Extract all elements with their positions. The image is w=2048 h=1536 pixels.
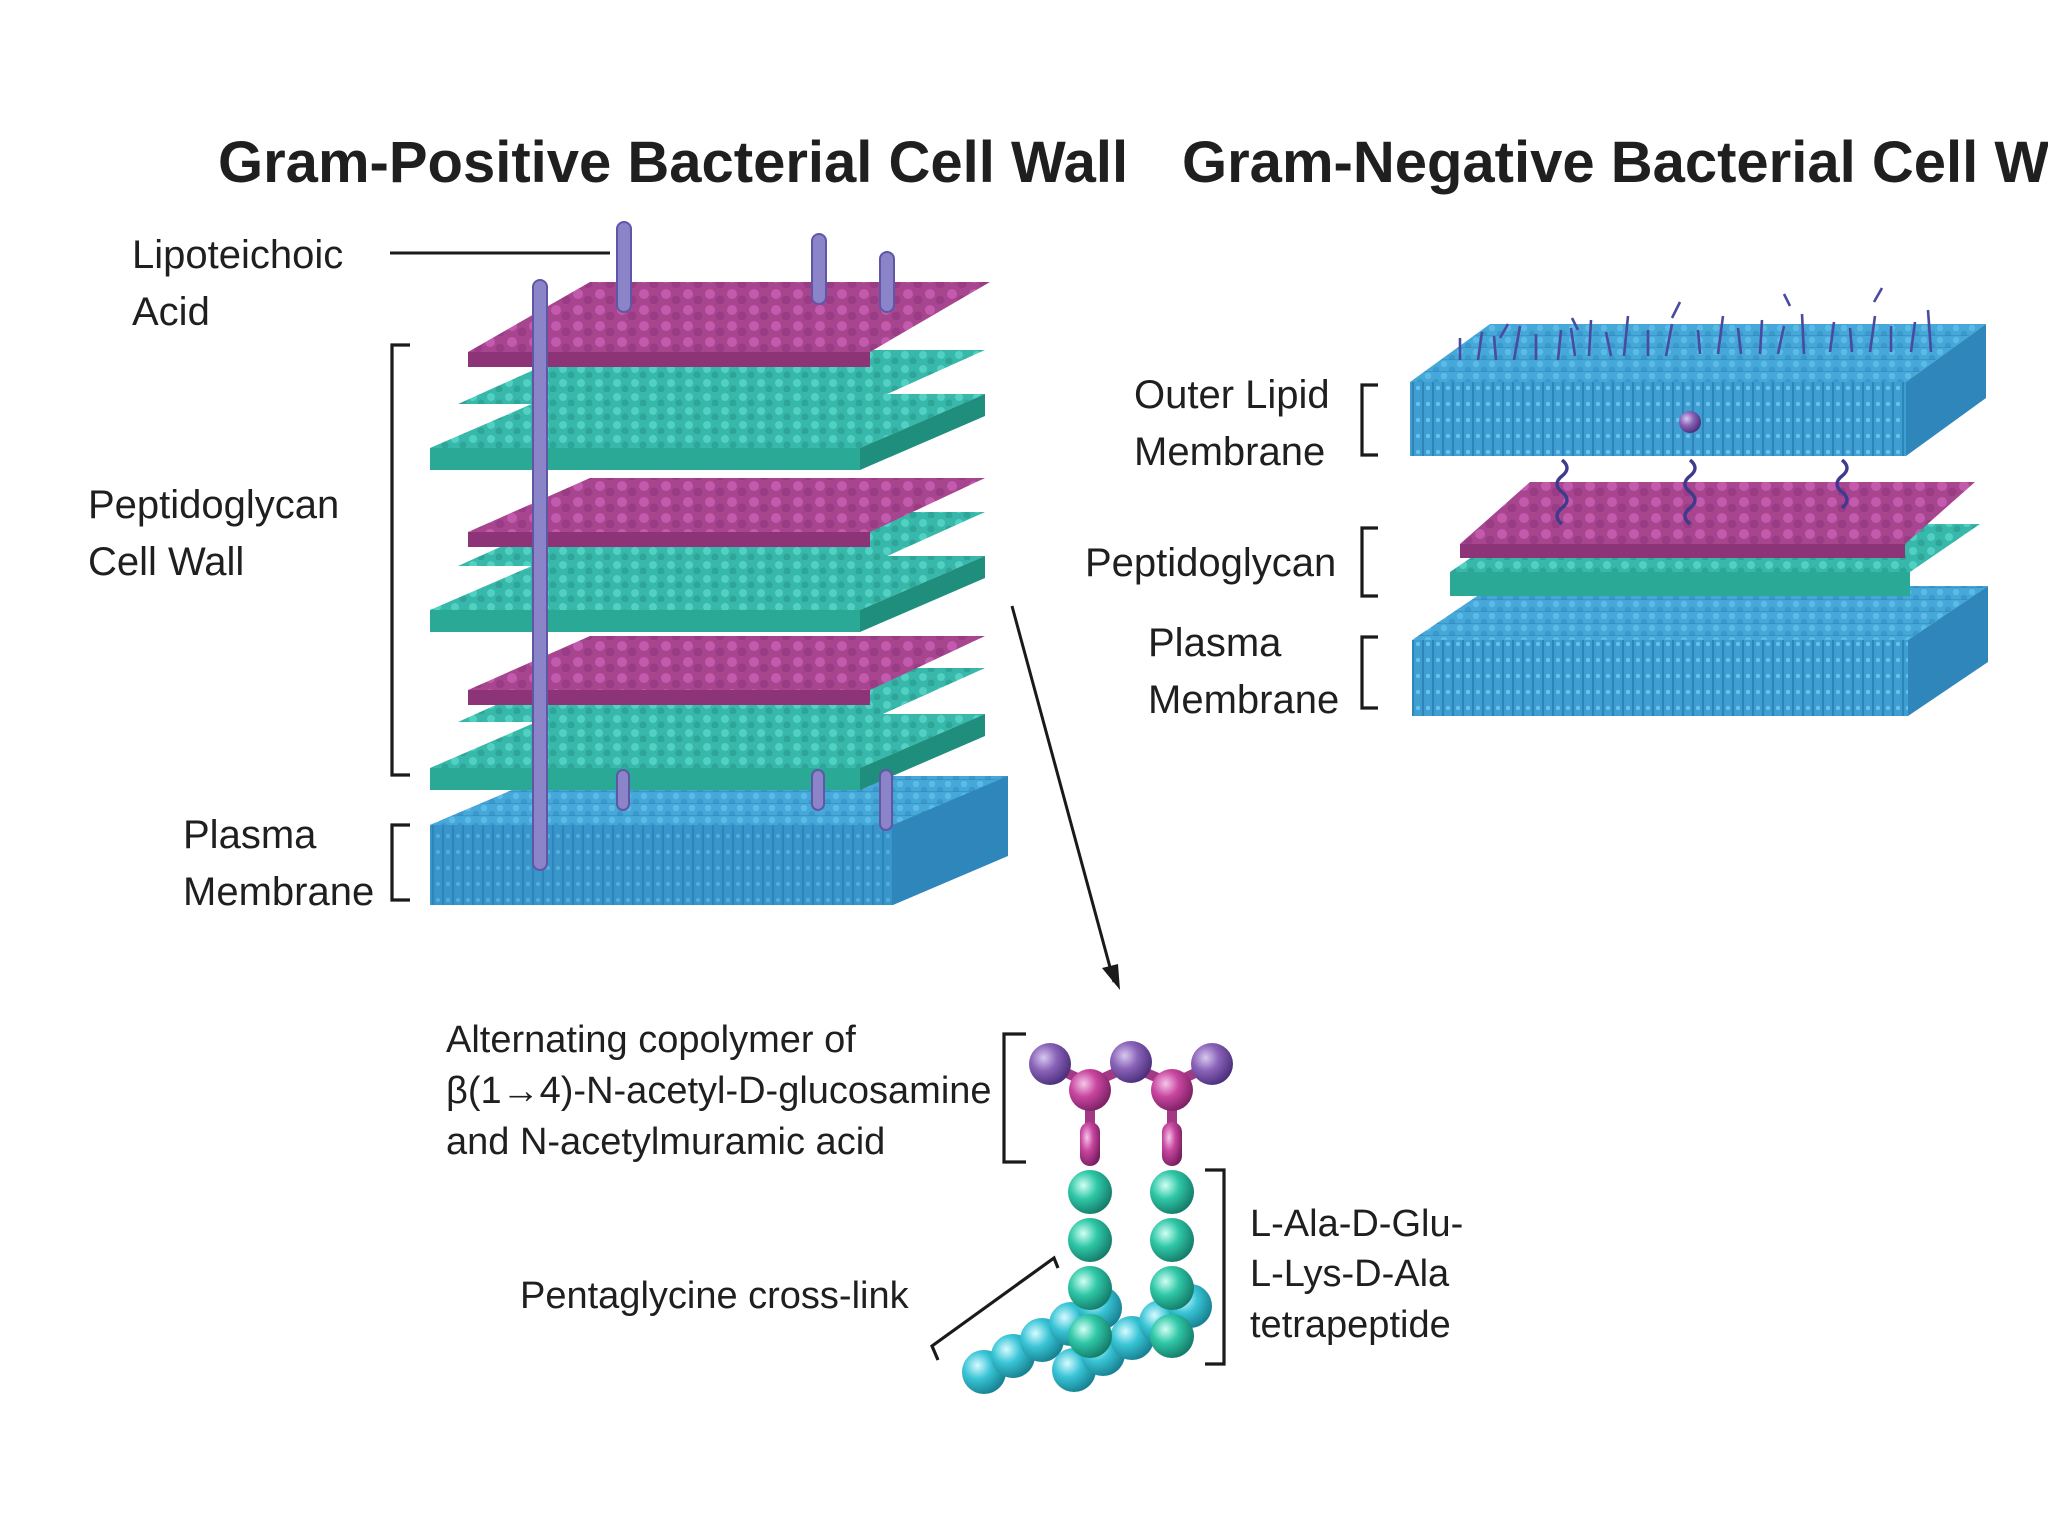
lipoteichoic-acid-rods <box>532 221 895 871</box>
gp-peptidoglycan-label-line1: Peptidoglycan <box>88 483 339 527</box>
copolymer-label-line2: β(1→4)-N-acetyl-D-glucosamine <box>446 1070 992 1112</box>
gp-peptidoglycan-layer-1 <box>430 282 990 470</box>
gn-outer-membrane-slab <box>1410 324 1986 456</box>
tetrapeptide-label-line1: L-Ala-D-Glu- <box>1250 1203 1463 1245</box>
gp-peptidoglycan-bracket <box>390 343 410 777</box>
copolymer-label-line1: Alternating copolymer of <box>446 1019 856 1061</box>
gp-plasma-label-line2: Membrane <box>183 870 374 914</box>
crosslink-leader <box>930 1255 1060 1361</box>
outer-membrane-bracket <box>1360 383 1378 457</box>
nam-lactyl-link <box>1080 1122 1100 1166</box>
gp-plasma-bracket <box>390 823 410 902</box>
gn-plasma-label-line1: Plasma <box>1148 621 1282 665</box>
detail-zoom-arrowhead <box>1102 964 1120 990</box>
lipoteichoic-label-line2: Acid <box>132 290 210 334</box>
tetrapeptide-chain-right <box>1150 1170 1194 1358</box>
lipoteichoic-label-line1: Lipoteichoic <box>132 233 343 277</box>
tetrapeptide-bracket <box>1205 1168 1226 1366</box>
gram-negative-illustration <box>1410 287 1988 716</box>
tetrapeptide-label-line3: tetrapeptide <box>1250 1304 1451 1346</box>
gn-plasma-membrane-slab <box>1412 586 1988 716</box>
gn-peptidoglycan-bracket <box>1360 526 1378 598</box>
gp-peptidoglycan-layer-2 <box>430 478 985 632</box>
gn-plasma-bracket <box>1360 635 1378 710</box>
outer-membrane-label-line1: Outer Lipid <box>1134 373 1330 417</box>
detail-zoom-arrow <box>1010 605 1116 983</box>
copolymer-bracket <box>1002 1032 1026 1164</box>
gp-peptidoglycan-label-line2: Cell Wall <box>88 540 244 584</box>
peptidoglycan-detail <box>962 1041 1233 1394</box>
nag-sugar <box>1110 1041 1152 1083</box>
nam-sugar <box>1151 1069 1193 1111</box>
gram-negative-title: Gram-Negative Bacterial Cell Wall <box>1182 130 2048 195</box>
gn-plasma-label-line2: Membrane <box>1148 678 1339 722</box>
tetrapeptide-label-line2: L-Lys-D-Ala <box>1250 1253 1450 1295</box>
gp-plasma-membrane-slab <box>430 776 1008 905</box>
gram-positive-illustration <box>430 221 1008 905</box>
gp-peptidoglycan-layer-3 <box>430 636 985 790</box>
outer-membrane-protein <box>1679 411 1701 433</box>
lipopolysaccharide-tufts <box>1458 287 1933 361</box>
lipoprotein-connectors <box>1555 458 1849 526</box>
outer-membrane-label-line2: Membrane <box>1134 430 1325 474</box>
crosslink-label: Pentaglycine cross-link <box>520 1275 910 1317</box>
copolymer-label-line3: and N-acetylmuramic acid <box>446 1121 885 1163</box>
nam-sugar <box>1069 1069 1111 1111</box>
gram-positive-title: Gram-Positive Bacterial Cell Wall <box>218 130 1128 195</box>
nag-sugar <box>1029 1043 1071 1085</box>
gn-peptidoglycan-layer <box>1450 482 1980 596</box>
gn-peptidoglycan-label: Peptidoglycan <box>1085 541 1336 585</box>
tetrapeptide-chain-left <box>1068 1170 1112 1358</box>
nam-lactyl-link <box>1162 1122 1182 1166</box>
nag-sugar <box>1191 1043 1233 1085</box>
gp-plasma-label-line1: Plasma <box>183 813 317 857</box>
